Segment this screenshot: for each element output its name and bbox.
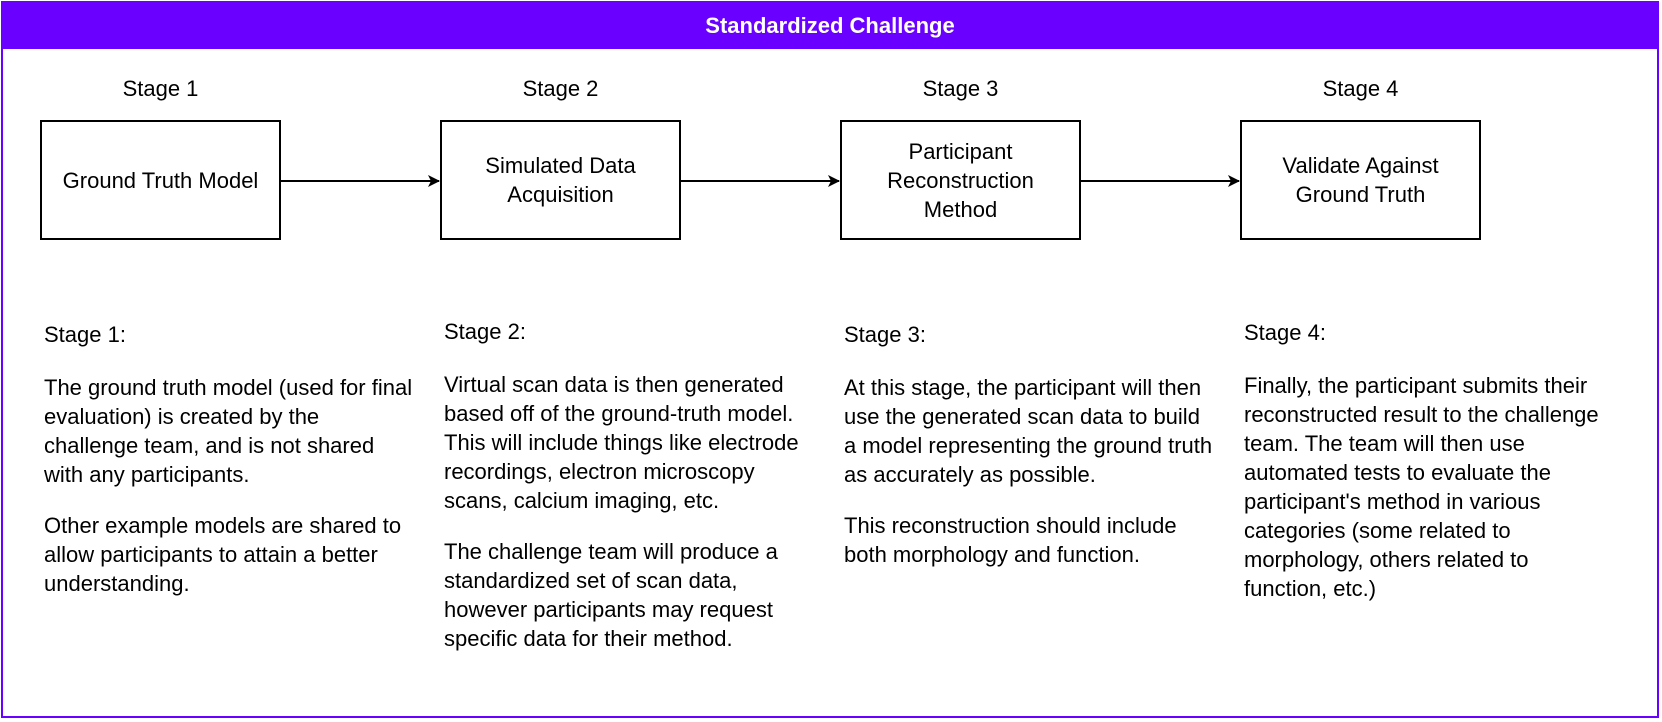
stage-2-description: Stage 2: Virtual scan data is then gener…: [444, 317, 814, 675]
stage-4-box: Validate Against Ground Truth: [1240, 120, 1481, 240]
stage-4-paragraph-1: Finally, the participant submits their r…: [1244, 373, 1599, 601]
stage-2-paragraph-1: Virtual scan data is then generated base…: [444, 372, 799, 513]
stage-3-box-text: Participant Reconstruction Method: [887, 138, 1034, 222]
stage-3-paragraph-2: This reconstruction should include both …: [844, 513, 1177, 567]
stage-3-label: Stage 3: [922, 76, 999, 101]
stage-1-description: Stage 1: The ground truth model (used fo…: [44, 320, 414, 620]
stage-1-box: Ground Truth Model: [40, 120, 281, 240]
stage-1-paragraph-2: Other example models are shared to allow…: [44, 513, 402, 596]
stage-1-box-text: Ground Truth Model: [62, 167, 259, 193]
stage-4-heading: Stage 4:: [1244, 320, 1326, 345]
stage-2-box-text: Simulated Data Acquisition: [485, 153, 636, 207]
stage-4-box-text: Validate Against Ground Truth: [1282, 153, 1439, 207]
stage-3-description: Stage 3: At this stage, the participant …: [844, 320, 1214, 591]
stage-2-paragraph-2: The challenge team will produce a standa…: [444, 539, 778, 651]
stage-1-heading: Stage 1:: [44, 322, 126, 347]
stage-3-paragraph-1: At this stage, the participant will then…: [844, 375, 1213, 487]
diagram-title: Standardized Challenge: [3, 3, 1657, 49]
stage-4-description: Stage 4: Finally, the participant submit…: [1244, 318, 1614, 625]
stage-2-box: Simulated Data Acquisition: [440, 120, 681, 240]
stage-1-label: Stage 1: [122, 76, 199, 101]
stage-2-label: Stage 2: [522, 76, 599, 101]
stage-1-paragraph-1: The ground truth model (used for final e…: [44, 375, 413, 487]
stage-3-heading: Stage 3:: [844, 322, 926, 347]
stage-3-box: Participant Reconstruction Method: [840, 120, 1081, 240]
stage-2-heading: Stage 2:: [444, 319, 526, 344]
stage-4-label: Stage 4: [1322, 76, 1399, 101]
